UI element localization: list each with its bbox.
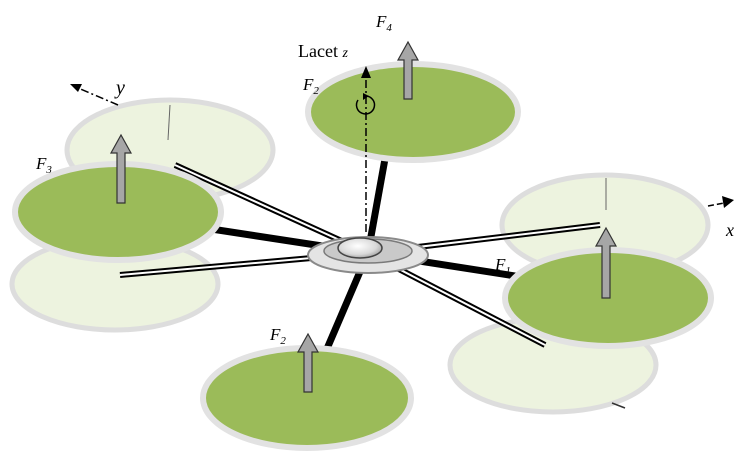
- f4-label: F4: [375, 12, 392, 34]
- labels: Lacet z F4 F2 y F3 F1 F2 x: [35, 12, 734, 347]
- arrow-up-icon: [109, 133, 133, 204]
- z-axis: [355, 66, 376, 232]
- f3-label: F3: [35, 154, 52, 176]
- lacet-label: Lacet z: [298, 41, 348, 61]
- force-arrows: [109, 40, 618, 393]
- arrow-up-icon: [594, 226, 618, 299]
- x-axis-label: x: [725, 220, 734, 240]
- f2-bottom-label: F2: [269, 325, 286, 347]
- y-axis: [70, 84, 119, 106]
- rotor-f4: [305, 61, 521, 163]
- f1-label: F1: [494, 255, 511, 277]
- center-hub: [307, 236, 429, 274]
- rotation-arrow-icon: [355, 93, 376, 115]
- arrow-up-icon: [396, 40, 420, 100]
- f2-top-label: F2: [302, 75, 319, 97]
- y-axis-label: y: [114, 77, 125, 99]
- arrow-up-icon: [296, 332, 320, 393]
- x-axis: [707, 196, 734, 208]
